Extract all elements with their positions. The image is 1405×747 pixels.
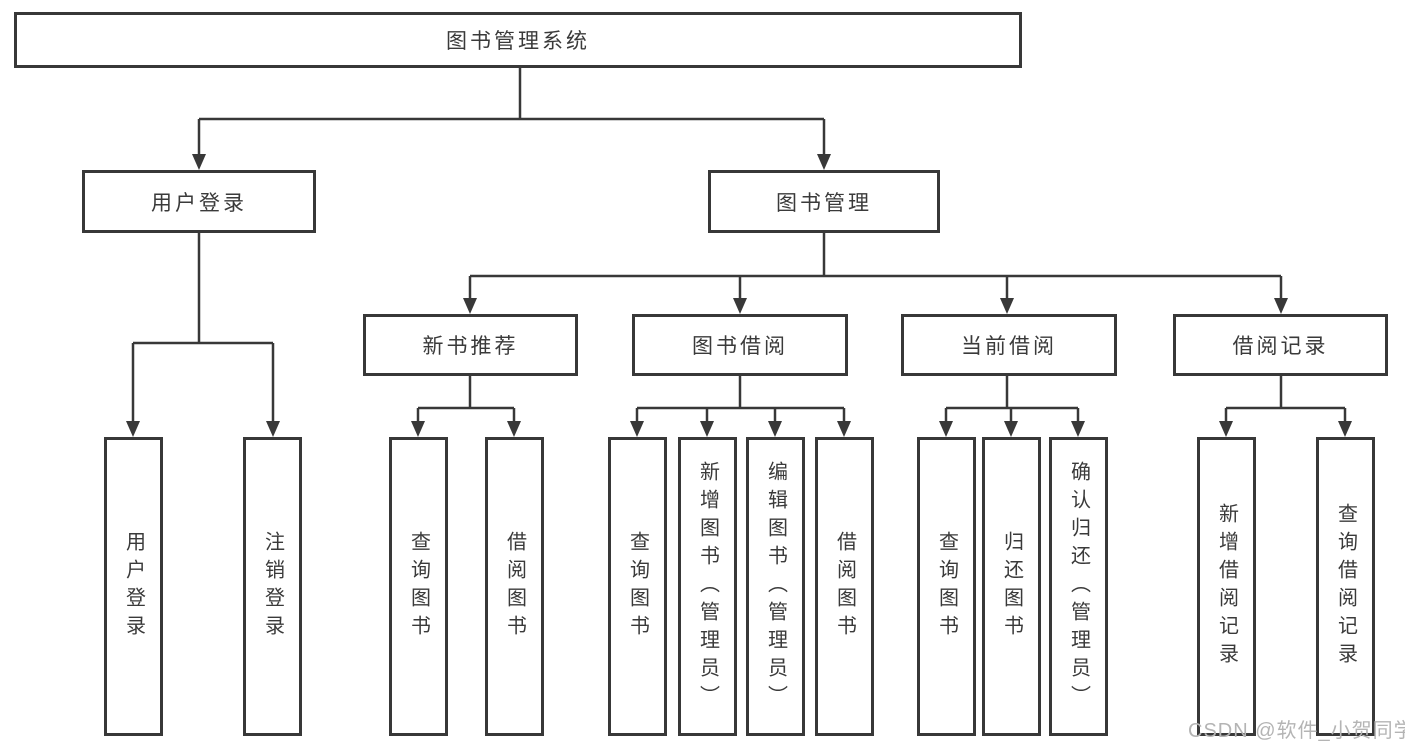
- node-book-management-label: 图书管理: [776, 191, 872, 215]
- leaf-user-login-label: 用户登录: [122, 530, 145, 643]
- leaf-logout-label: 注销登录: [261, 530, 284, 643]
- leaf-borrow-books-recommend: 借阅图书: [485, 437, 544, 736]
- leaf-add-books-admin: 新增图书（管理员）: [678, 437, 737, 736]
- leaf-borrow-books-label: 借阅图书: [833, 530, 856, 643]
- edge-records-children: [1219, 376, 1352, 437]
- node-current-borrow: 当前借阅: [901, 314, 1117, 376]
- edge-newbook-children: [411, 376, 521, 437]
- node-root-system: 图书管理系统: [14, 12, 1022, 68]
- leaf-confirm-return-admin: 确认归还（管理员）: [1049, 437, 1108, 736]
- leaf-query-books-current: 查询图书: [917, 437, 976, 736]
- leaf-confirm-return-admin-label: 确认归还（管理员）: [1067, 460, 1090, 713]
- node-book-borrow: 图书借阅: [632, 314, 848, 376]
- node-current-borrow-label: 当前借阅: [961, 335, 1057, 358]
- node-user-login-label: 用户登录: [151, 191, 247, 215]
- leaf-borrow-books-recommend-label: 借阅图书: [503, 530, 526, 643]
- leaf-logout: 注销登录: [243, 437, 302, 736]
- edge-current-children: [939, 376, 1085, 437]
- edge-root-to-level2: [192, 68, 831, 170]
- node-borrow-records-label: 借阅记录: [1232, 335, 1329, 358]
- leaf-edit-books-admin-label: 编辑图书（管理员）: [764, 460, 787, 713]
- node-new-book-recommend-label: 新书推荐: [422, 335, 519, 358]
- leaf-query-borrow-record-label: 查询借阅记录: [1334, 502, 1357, 671]
- leaf-query-books-current-label: 查询图书: [935, 530, 958, 643]
- leaf-borrow-books: 借阅图书: [815, 437, 874, 736]
- node-book-borrow-label: 图书借阅: [692, 335, 788, 358]
- leaf-return-books-label: 归还图书: [1000, 530, 1023, 643]
- edge-borrow-children: [630, 376, 851, 437]
- leaf-add-borrow-record: 新增借阅记录: [1197, 437, 1256, 736]
- node-new-book-recommend: 新书推荐: [363, 314, 578, 376]
- leaf-return-books: 归还图书: [982, 437, 1041, 736]
- node-root-label: 图书管理系统: [446, 30, 590, 53]
- edge-book-mgmt-children: [463, 233, 1288, 314]
- leaf-query-books-borrow-label: 查询图书: [626, 530, 649, 643]
- node-borrow-records: 借阅记录: [1173, 314, 1388, 376]
- csdn-watermark: CSDN @软件_小贺同学: [1188, 720, 1405, 742]
- leaf-add-borrow-record-label: 新增借阅记录: [1215, 502, 1238, 671]
- leaf-add-books-admin-label: 新增图书（管理员）: [696, 460, 719, 713]
- edge-user-login-children: [126, 233, 280, 437]
- node-book-management: 图书管理: [708, 170, 940, 233]
- leaf-user-login: 用户登录: [104, 437, 163, 736]
- node-user-login: 用户登录: [82, 170, 316, 233]
- leaf-query-books-recommend: 查询图书: [389, 437, 448, 736]
- leaf-query-books-recommend-label: 查询图书: [407, 530, 430, 643]
- leaf-query-books-borrow: 查询图书: [608, 437, 667, 736]
- leaf-query-borrow-record: 查询借阅记录: [1316, 437, 1375, 736]
- leaf-edit-books-admin: 编辑图书（管理员）: [746, 437, 805, 736]
